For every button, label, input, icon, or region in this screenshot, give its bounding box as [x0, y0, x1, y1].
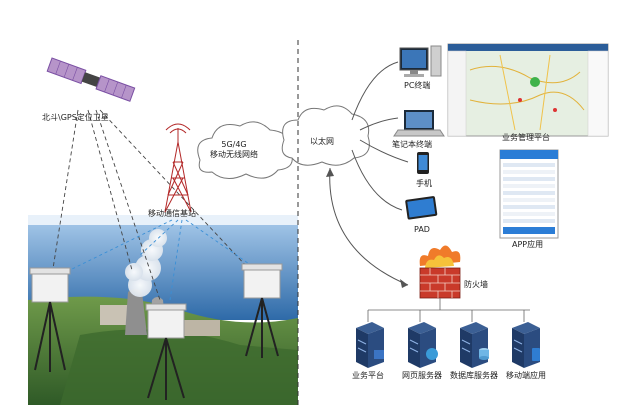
- app-label: APP应用: [512, 240, 544, 249]
- cooling-tower: [125, 289, 147, 335]
- tower-icon: [164, 123, 192, 213]
- tablet-icon: [405, 196, 438, 220]
- satellite-links: [51, 109, 251, 301]
- app-screenshot: [499, 149, 559, 239]
- radar-station: [145, 303, 187, 400]
- plant-building: [180, 320, 220, 336]
- base-station-label: 移动通信基站: [148, 209, 196, 218]
- phone-icon: [417, 152, 429, 174]
- monitor-icon: [399, 45, 442, 77]
- laptop-terminal-label: 笔记本终端: [392, 140, 432, 149]
- wireless-network-label: 5G/4G 移动无线网络: [210, 140, 258, 160]
- server-icon: [356, 322, 384, 368]
- server-business-label: 业务平台: [352, 371, 384, 380]
- server-mobile-label: 移动端应用: [506, 371, 546, 380]
- server-icon: [460, 322, 489, 368]
- laptop-icon: [393, 110, 445, 137]
- steam-plume: [125, 229, 167, 297]
- cloud-icon: [281, 105, 370, 166]
- phone-label: 手机: [416, 179, 432, 188]
- plant-building: [100, 305, 130, 325]
- firewall-link: [329, 167, 409, 286]
- platform-map-screenshot: [447, 43, 609, 137]
- pc-terminal-label: PC终端: [404, 81, 431, 90]
- satellite-icon: [46, 57, 136, 102]
- server-web-label: 网页服务器: [402, 371, 442, 380]
- firewall-label: 防火墙: [464, 280, 488, 289]
- terminal-links: [351, 61, 409, 211]
- server-links: [367, 298, 530, 322]
- firewall-icon: [419, 245, 461, 299]
- platform-label: 业务管理平台: [502, 133, 550, 142]
- ethernet-label: 以太网: [310, 137, 334, 146]
- server-icon: [408, 322, 438, 368]
- server-db-label: 数据库服务器: [450, 371, 498, 380]
- pad-label: PAD: [414, 225, 430, 234]
- satellite-label: 北斗\GPS定位卫星: [42, 113, 109, 122]
- radar-station: [29, 267, 71, 372]
- radar-station: [241, 263, 283, 358]
- wireless-links: [69, 219, 256, 301]
- server-icon: [512, 322, 540, 368]
